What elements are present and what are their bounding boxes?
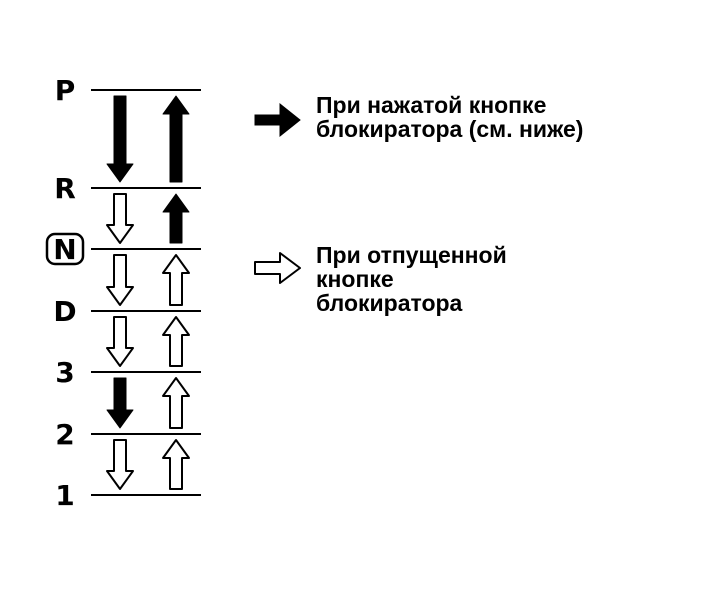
shift-arrow-down-3-2-icon bbox=[106, 377, 134, 429]
legend-hollow-line: блокиратора bbox=[316, 290, 463, 316]
shift-arrow-down-n-d-icon bbox=[106, 254, 134, 306]
legend-solid-line: При нажатой кнопке bbox=[316, 92, 547, 118]
gear-label-d: D bbox=[53, 295, 76, 328]
legend-solid-arrow-icon bbox=[254, 102, 301, 138]
shift-arrow-up-r-n-icon bbox=[162, 193, 190, 244]
shift-arrow-up-p-r-icon bbox=[162, 95, 190, 183]
shift-arrow-up-d-3-icon bbox=[162, 316, 190, 367]
legend-solid-text: При нажатой кнопке блокиратора (см. ниже… bbox=[316, 93, 583, 141]
shift-arrows bbox=[106, 95, 190, 490]
shift-arrow-down-2-1-icon bbox=[106, 439, 134, 490]
shift-arrow-up-3-2-icon bbox=[162, 377, 190, 429]
gear-label-box bbox=[45, 232, 85, 266]
legend-hollow-line: кнопке bbox=[316, 266, 394, 292]
legend-hollow-line: При отпущенной bbox=[316, 242, 507, 268]
gear-label-p: P bbox=[55, 74, 76, 107]
gear-label-2: 2 bbox=[55, 418, 74, 451]
shift-arrow-up-2-1-icon bbox=[162, 439, 190, 490]
gear-lines bbox=[91, 89, 201, 496]
gear-label-n: N bbox=[53, 233, 76, 266]
legend-solid-line: блокиратора (см. ниже) bbox=[316, 116, 584, 142]
shift-arrow-up-n-d-icon bbox=[162, 254, 190, 306]
gear-label-3: 3 bbox=[55, 356, 74, 389]
gear-label-1: 1 bbox=[55, 479, 74, 512]
shift-arrow-down-p-r-icon bbox=[106, 95, 134, 183]
gear-label-r: R bbox=[54, 172, 76, 205]
legend-hollow-arrow-icon bbox=[254, 252, 301, 284]
gear-labels: P RND 3 2 1 bbox=[45, 74, 85, 512]
legend-hollow-text: При отпущенной кнопке блокиратора bbox=[316, 243, 507, 315]
shift-arrow-down-r-n-icon bbox=[106, 193, 134, 244]
shift-arrow-down-d-3-icon bbox=[106, 316, 134, 367]
